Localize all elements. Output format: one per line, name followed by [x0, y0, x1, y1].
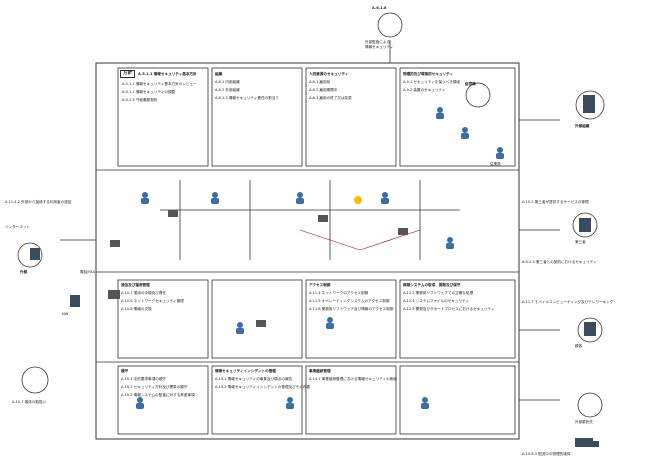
policy-item-1: A.5.1.1 情報セキュリティ基本方針: [138, 72, 197, 76]
dev-item-2: A.12.4 システムファイルのセキュリティ: [403, 299, 470, 303]
org-title: 組織: [215, 72, 223, 76]
policy-item-4: A.6.1.5 守秘義務契約: [122, 98, 158, 102]
red-arrows: [299, 229, 421, 251]
actor-third-party: 第三者: [575, 240, 586, 244]
policy-title: 方針: [120, 70, 136, 78]
physical-title: 物理的及び環境的セキュリティ: [403, 72, 454, 76]
external-box: [399, 67, 516, 167]
top-node-label: A.6.1.8: [372, 6, 387, 10]
actor-executive: 経営陣: [465, 82, 476, 86]
bcm-title: 事業継続管理: [309, 369, 331, 373]
org-item-1: A.6.1 内部組織: [215, 80, 240, 84]
actor-vendor: 外部委託先: [575, 420, 593, 424]
access-box: [305, 279, 397, 359]
left-remote: A.11.4.2 外部から接続する利用者の認証: [5, 200, 72, 204]
user-icons: [136, 107, 504, 409]
org-box: [305, 67, 397, 167]
access-item-2: A.11.5 オペレーティングシステムのアクセス制御: [309, 299, 390, 303]
alert-person-icon: [354, 196, 362, 204]
left-fax: 電話/FAX: [80, 270, 96, 274]
policy-item-3: A.6.1.2 情報セキュリティの調整: [122, 90, 176, 94]
bottom-right-note: A.10.8.3 配送中の物理的媒体: [522, 452, 571, 456]
hr-item-1: A.8.1 雇用前: [309, 80, 331, 84]
building-icons: [30, 95, 596, 336]
compliance-item-2: A.15.2 セキュリティ方針及び標準の順守: [121, 385, 188, 389]
mobile-note: A.11.7 モバイルコンピューティング及びテレワーキング: [522, 300, 614, 304]
comms-item-3: A.10.8 情報の交換: [121, 307, 152, 311]
hr-item-3: A.8.3 雇用の終了又は変更: [309, 96, 352, 100]
org-item-3: A.6.1.3 情報セキュリティ責任の割当て: [215, 96, 279, 100]
asset-box: [211, 67, 303, 167]
policy-box: [117, 67, 209, 167]
access-title: アクセス制御: [309, 283, 331, 287]
access-item-1: A.11.4 ネットワークのアクセス制御: [309, 291, 369, 295]
left-nw: NW: [62, 312, 69, 316]
hr-title: 人的資源のセキュリティ: [309, 72, 349, 76]
hr-item-2: A.8.2 雇用期間中: [309, 88, 338, 92]
physical-item-1: A.9.1 セキュリティを保つべき領域: [403, 80, 460, 84]
compliance-title: 順守: [121, 369, 129, 373]
compliance-item-1: A.15.1 法的要求事項の順守: [121, 377, 167, 381]
comms-box: [117, 279, 209, 359]
ext-service-note: A.10.2 第三者が提供するサービスの管理: [522, 200, 589, 204]
bcm-box: [305, 365, 397, 435]
comms-item-2: A.10.6 ネットワークセキュリティ管理: [121, 299, 184, 303]
comms-title: 通信及び運用管理: [121, 283, 150, 287]
network-box: [211, 279, 303, 359]
policy-item-2: A.5.1.2 情報セキュリティ基本方針のレビュー: [122, 82, 197, 86]
dev-item-1: A.12.2 業務用ソフトウェアでの正確な処理: [403, 291, 474, 295]
dev-title: 情報システムの取得、開発及び保守: [403, 283, 461, 287]
access-item-3: A.11.6 業務用ソフトウェア及び情報のアクセス制御: [309, 307, 394, 311]
truck-icons: [575, 438, 599, 447]
physical-item-2: A.9.2 装置のセキュリティ: [403, 88, 446, 92]
left-archive: A.10.7 媒体の取扱い: [12, 400, 47, 404]
comms-item-1: A.10.1 運用の手順及び責任: [121, 291, 167, 295]
compliance-item-3: A.15.3 情報システムの監査に対する考慮事項: [121, 393, 195, 397]
incident-item-1: A.13.1 情報セキュリティの事象及び弱点の報告: [215, 377, 293, 381]
actor-external-org: 外部組織: [575, 124, 590, 128]
main-frame: [95, 62, 520, 440]
bcm-item-1: A.14.1 事業継続管理における情報セキュリティの側面: [309, 377, 397, 381]
incident-item-2: A.13.2 情報セキュリティインシデントの管理及びその改善: [215, 385, 311, 389]
dev-item-3: A.12.5 開発及びサポートプロセスにおけるセキュリティ: [403, 307, 495, 311]
left-internet: インターネット: [5, 225, 31, 229]
incident-title: 情報セキュリティインシデントの管理: [215, 369, 276, 373]
actor-employee: 従業員: [490, 162, 501, 166]
dev-box: [399, 279, 516, 359]
supply-box: [399, 365, 516, 435]
actor-customer: 顧客: [575, 344, 583, 348]
top-node-caption: 外部監査による 情報セキュリティ: [365, 40, 394, 49]
actor-outside: 外部: [20, 270, 28, 274]
compliance-box: [117, 365, 209, 435]
network-lines: [60, 40, 560, 401]
org-item-2: A.6.2 外部組織: [215, 88, 240, 92]
device-icons: [108, 210, 408, 327]
supplier-note: A.6.2.3 第三者との契約におけるセキュリティ: [522, 260, 597, 264]
